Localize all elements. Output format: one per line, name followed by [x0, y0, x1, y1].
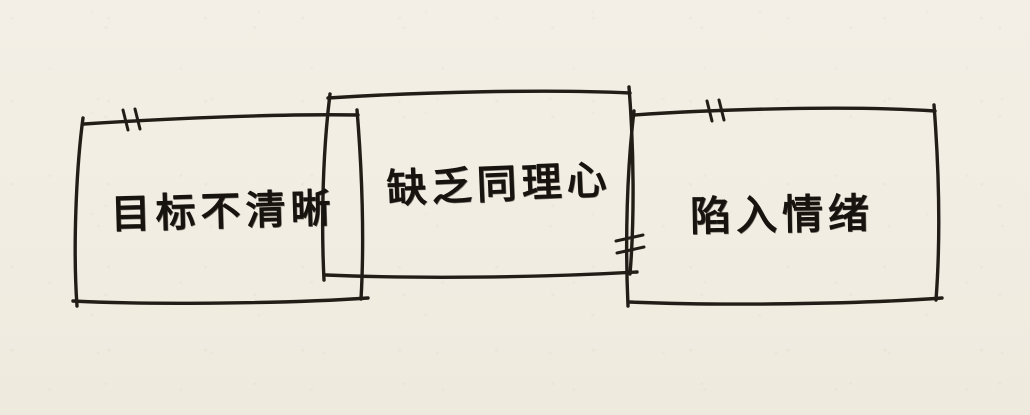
box-right-label: 陷入情绪 [689, 189, 875, 241]
box-middle-border [320, 85, 639, 282]
hash-marks-middle-icon [614, 233, 646, 255]
box-middle-label: 缺乏同理心 [385, 156, 613, 213]
box-left-label: 目标不清晰 [109, 184, 337, 239]
box-right-border [624, 103, 944, 308]
hash-marks-left-icon [121, 107, 142, 132]
hash-marks-right-icon [705, 98, 726, 123]
